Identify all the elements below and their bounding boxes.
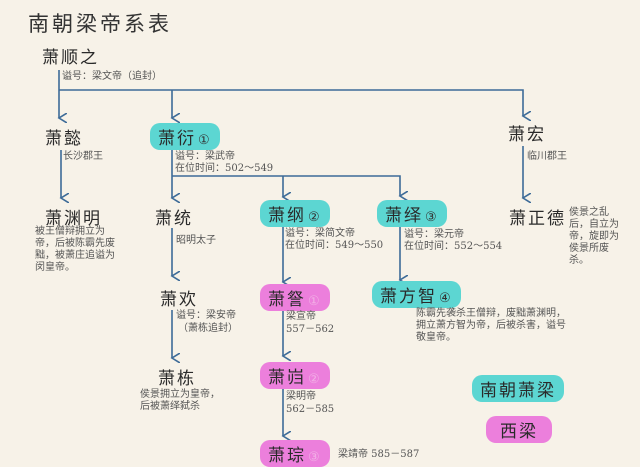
order-badge: ③ <box>425 210 439 225</box>
name: 萧琮 <box>268 446 306 466</box>
page-title: 南朝梁帝系表 <box>28 12 172 36</box>
order-badge: ③ <box>308 450 322 465</box>
name: 萧绎 <box>385 206 423 226</box>
note-huan-2: （萧栋追封） <box>178 323 238 334</box>
legend-southern-liang: 南朝萧梁 <box>472 375 564 402</box>
node-xiao-zhengde: 萧正德 <box>509 209 566 229</box>
name: 萧纲 <box>268 206 306 226</box>
name: 萧衍 <box>158 129 196 149</box>
legend-western-liang: 西梁 <box>486 416 552 443</box>
note-yi: 长沙郡王 <box>63 151 103 162</box>
note-dong: 侯景拥立为皇帝，后被萧绎弑杀 <box>140 389 220 412</box>
order-badge: ② <box>308 210 322 225</box>
name: 萧詧 <box>268 290 306 310</box>
note-kui-2: 562－585 <box>286 404 335 415</box>
note-yuanming: 被王僧辩拥立为帝，后被陈霸先废黜，被萧庄追谥为闵皇帝。 <box>35 226 115 273</box>
node-xiao-hong: 萧宏 <box>508 125 546 145</box>
note-huan-1: 谥号：梁安帝 <box>176 310 236 321</box>
note-yan-2: 在位时间：502～549 <box>175 163 274 174</box>
note-yi2-2: 在位时间：552～554 <box>404 241 503 252</box>
node-xiao-yuanming: 萧渊明 <box>45 209 102 229</box>
order-badge: ④ <box>439 291 453 306</box>
node-xiao-yi: 萧懿 <box>45 129 83 149</box>
note-fangzhi: 陈霸先袭杀王僧辩，废黜萧渊明，拥立萧方智为帝，后被杀害，谥号敬皇帝。 <box>416 308 566 343</box>
note-cha-2: 557－562 <box>286 324 335 335</box>
node-xiao-tong: 萧统 <box>155 209 193 229</box>
note-gang-2: 在位时间：549～550 <box>285 240 384 251</box>
name: 萧岿 <box>268 368 306 388</box>
node-xiao-dong: 萧栋 <box>158 369 196 389</box>
note-kui-1: 梁明帝 <box>286 391 316 402</box>
order-badge: ① <box>198 133 212 148</box>
note-shunzhi: 谥号：梁文帝（追封） <box>62 71 162 82</box>
order-badge: ② <box>308 372 322 387</box>
note-zhengde: 侯景之乱后，自立为帝，旋即为侯景所废杀。 <box>569 207 619 266</box>
name: 萧方智 <box>380 287 437 307</box>
node-xiao-huan: 萧欢 <box>160 290 198 310</box>
note-cong: 梁靖帝 585－587 <box>338 449 420 460</box>
note-hong: 临川郡王 <box>527 151 567 162</box>
note-tong: 昭明太子 <box>176 235 216 246</box>
order-badge: ① <box>308 294 322 309</box>
note-yan-1: 谥号：梁武帝 <box>175 151 235 162</box>
note-yi2-1: 谥号：梁元帝 <box>404 229 464 240</box>
node-xiao-shunzhi: 萧顺之 <box>42 48 99 68</box>
note-gang-1: 谥号：梁简文帝 <box>285 228 355 239</box>
note-cha-1: 梁宣帝 <box>286 311 316 322</box>
